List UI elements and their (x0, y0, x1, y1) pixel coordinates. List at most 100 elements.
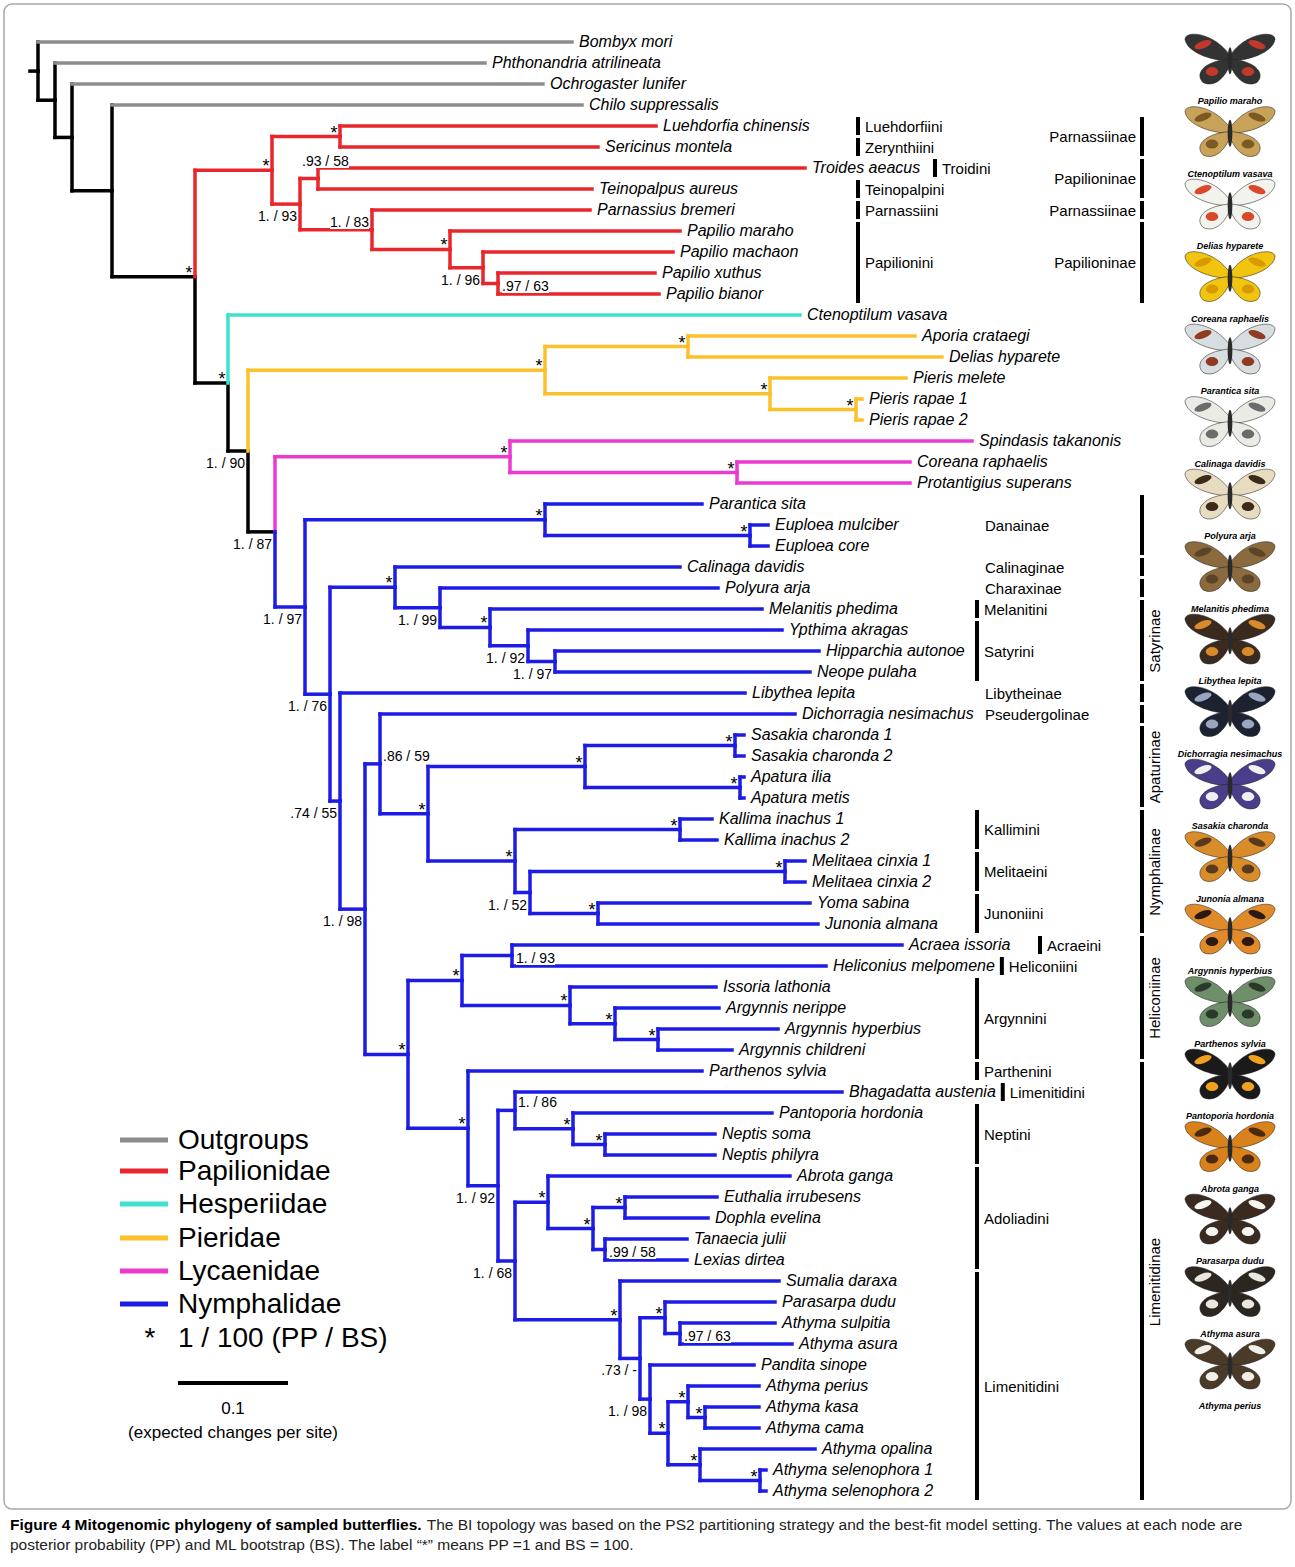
branch-line (30, 69, 38, 73)
taxon-name: Troides aeacus (812, 159, 920, 177)
legend-entry: Papilionidae (178, 1156, 331, 1186)
art-shape (1247, 473, 1266, 486)
branch-line (272, 202, 300, 206)
butterfly-photo (1185, 324, 1275, 374)
branch-line (112, 103, 582, 107)
taxon-name: Papilio maraho (687, 222, 794, 240)
art-shape (1247, 1126, 1266, 1139)
art-shape (1230, 1339, 1275, 1389)
branch-line (583, 767, 587, 788)
art-shape (1230, 784, 1260, 809)
support-value: .73 / - (601, 1361, 637, 1379)
taxon-name-text: Athyma selenophora 2 (773, 1482, 933, 1500)
clade-label-text: Papilionini (865, 254, 933, 271)
art-shape (1200, 857, 1230, 882)
support-star: * (595, 1133, 602, 1151)
taxon-name: Teinopalpus aureus (599, 180, 738, 198)
art-shape (1247, 1271, 1266, 1284)
taxon-name: Papilio xuthus (662, 264, 762, 282)
support-value-text: 1. / 93 (258, 209, 297, 223)
support-star: * (725, 734, 732, 752)
photo-caption-text: Ctenoptilum vasava (1187, 169, 1272, 179)
art-shape (1206, 1082, 1219, 1091)
art-shape (1230, 34, 1275, 61)
taxon-name: Heliconius melpomene (833, 957, 995, 975)
taxon-name-text: Athyma selenophora 1 (773, 1461, 933, 1479)
art-shape (1200, 1219, 1230, 1244)
branch-line (528, 628, 782, 632)
art-shape (1230, 204, 1260, 229)
art-shape (1230, 687, 1275, 737)
art-shape (1228, 1352, 1233, 1379)
clade-bar (1140, 600, 1144, 681)
taxon-name-text: Kallima inachus 1 (719, 810, 844, 828)
art-shape (1200, 1002, 1230, 1027)
branch-line (545, 502, 702, 506)
taxon-name: Parasarpa dudu (782, 1293, 896, 1311)
photo-caption: Delias hyparete (1197, 235, 1264, 253)
taxon-name: Melanitis phedima (769, 600, 898, 618)
branch-line (55, 136, 72, 140)
branch-line (370, 230, 374, 250)
art-shape (1185, 977, 1230, 1004)
branch-line (530, 912, 598, 916)
support-star: * (730, 776, 737, 794)
art-shape (1185, 1267, 1230, 1317)
photo-caption-text: Junonia almana (1196, 894, 1264, 904)
clade-bar (975, 1272, 979, 1500)
clade-bar (975, 600, 979, 618)
art-shape (1185, 832, 1230, 882)
support-star: * (648, 1028, 655, 1046)
photo-caption: Dichorragia nesimachus (1178, 743, 1283, 761)
support-star: * (500, 445, 507, 463)
branch-line (571, 1113, 575, 1129)
branch-line (618, 1281, 622, 1320)
branch-line (663, 1318, 667, 1334)
branch-line (468, 1184, 498, 1188)
taxon-name-text: Parnassius bremeri (597, 201, 735, 219)
photo-caption-text: Pantoporia hordonia (1186, 1111, 1274, 1121)
branch-line (481, 268, 485, 284)
taxon-name-text: Athyma sulpitia (782, 1314, 891, 1332)
branch-line (393, 567, 397, 587)
branch-line (426, 767, 430, 814)
taxon-name-text: Papilio bianor (666, 285, 763, 303)
branch-line (193, 277, 197, 383)
legend-symbol-text: * (145, 1328, 156, 1348)
art-shape (1185, 542, 1230, 569)
support-star-text: * (605, 1015, 612, 1025)
taxon-name: Phthonandria atrilineata (492, 54, 661, 72)
support-value: 1. / 86 (518, 1093, 557, 1111)
art-shape (1185, 1194, 1230, 1244)
support-star: * (690, 1453, 697, 1471)
clade-label-text: Troidini (942, 160, 991, 177)
photo-caption-text: Sasakia charonda (1192, 821, 1269, 831)
art-shape (1230, 59, 1260, 84)
photo-caption: Athyma asura (1200, 1323, 1260, 1341)
support-value: 1. / 97 (513, 665, 552, 683)
art-shape (1206, 1155, 1219, 1164)
art-shape (1230, 277, 1260, 302)
art-shape (1242, 212, 1255, 221)
art-shape (1230, 324, 1275, 374)
legend-swatch (120, 1269, 168, 1274)
branch-line (270, 170, 274, 204)
branch-line (372, 248, 450, 252)
art-shape (1185, 252, 1230, 279)
clade-label: Junoniini (984, 905, 1043, 923)
clade-label: Parnassiini (865, 202, 938, 220)
legend-swatch (120, 1169, 168, 1174)
art-shape (1247, 981, 1266, 994)
taxon-name: Parnassius bremeri (597, 201, 735, 219)
clade-bar (1140, 1062, 1144, 1500)
support-star-text: * (330, 128, 337, 138)
art-shape (1247, 691, 1266, 704)
clade-label-text: Melanitini (984, 601, 1047, 618)
support-value-text: 1. / 52 (488, 898, 527, 912)
support-value-text: 1. / 97 (263, 612, 302, 626)
art-shape (1228, 845, 1233, 872)
photo-caption: Parantica sita (1201, 380, 1260, 398)
legend-swatch (120, 1236, 168, 1241)
branch-line (338, 693, 342, 801)
branch-line (663, 1302, 667, 1318)
